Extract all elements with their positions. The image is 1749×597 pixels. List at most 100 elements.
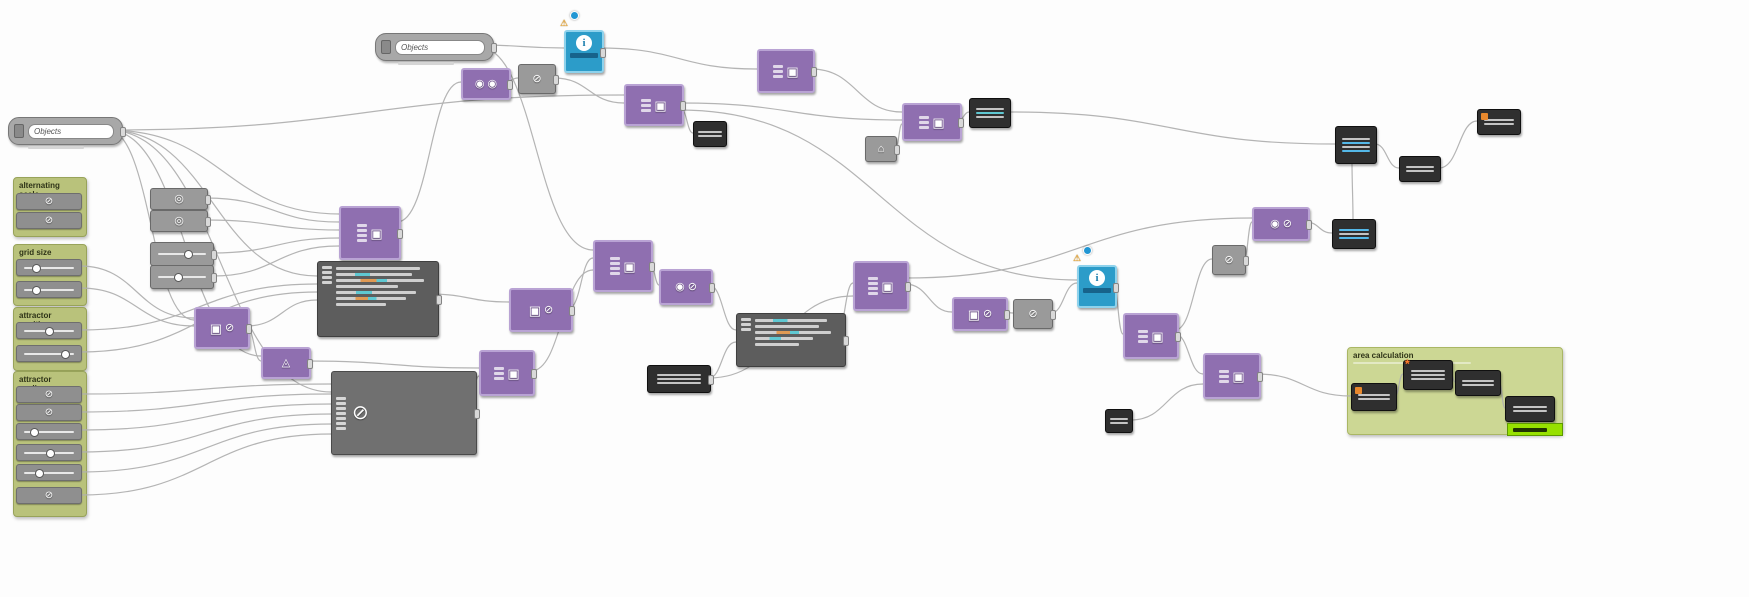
slider-track[interactable] — [157, 273, 207, 282]
graph-node-p9[interactable]: ◉ ⊘ — [659, 269, 715, 305]
slider-knob[interactable] — [46, 448, 55, 458]
output-port[interactable] — [211, 250, 217, 260]
wire[interactable] — [1174, 258, 1213, 331]
wire[interactable] — [79, 265, 195, 319]
wire[interactable] — [428, 293, 510, 303]
graph-node-d5[interactable] — [1477, 109, 1521, 135]
output-port[interactable] — [436, 295, 442, 305]
graph-node-d3[interactable] — [1335, 126, 1377, 164]
graph-node-d8[interactable] — [1105, 409, 1133, 433]
slider-track[interactable] — [24, 468, 74, 478]
slider-track[interactable] — [24, 263, 74, 273]
output-port[interactable] — [708, 375, 714, 385]
output-port[interactable] — [894, 145, 900, 155]
output-port[interactable] — [1050, 310, 1056, 320]
area-node-4[interactable] — [1505, 396, 1555, 422]
output-port[interactable] — [1306, 220, 1312, 230]
output-port[interactable] — [905, 282, 911, 292]
geometry-pipeline-node-left[interactable]: Objects — [8, 117, 126, 145]
output-port[interactable] — [211, 273, 217, 283]
slider-node-m4[interactable] — [150, 265, 217, 289]
slider-node[interactable] — [16, 444, 82, 461]
graph-node-m2[interactable]: ◎ — [150, 210, 211, 232]
wire[interactable] — [205, 197, 340, 223]
slider-knob[interactable] — [183, 250, 193, 259]
graph-node-p15[interactable]: ▣ ⊘ — [194, 307, 252, 349]
output-port[interactable] — [120, 127, 126, 137]
wire[interactable] — [1438, 120, 1478, 169]
output-port[interactable] — [649, 262, 655, 272]
graph-node-p2[interactable]: ▣ — [757, 49, 817, 93]
wire[interactable] — [211, 237, 340, 254]
wire[interactable] — [478, 46, 594, 251]
graph-node-g4[interactable]: ⊘ — [1212, 245, 1249, 275]
slider-track[interactable] — [24, 349, 74, 359]
output-port[interactable] — [1243, 256, 1249, 266]
output-port[interactable] — [843, 336, 849, 346]
output-port[interactable] — [600, 47, 606, 58]
expression-node[interactable]: ⊘ — [16, 212, 82, 229]
slider-track[interactable] — [24, 326, 74, 336]
output-port[interactable] — [1004, 310, 1010, 320]
slider-track[interactable] — [24, 427, 74, 437]
graph-node-p14[interactable]: ◉ ⊘ — [1252, 207, 1312, 241]
multi-input-node[interactable]: ⊘ — [331, 371, 480, 455]
wire[interactable] — [107, 129, 341, 215]
graph-node-p8[interactable]: ▣ — [593, 240, 655, 292]
area-node-2[interactable]: * — [1403, 357, 1453, 390]
wire[interactable] — [107, 94, 625, 131]
pipeline-filter-input[interactable]: Objects — [28, 123, 114, 139]
wire[interactable] — [79, 433, 332, 496]
wire[interactable] — [708, 341, 737, 379]
wire[interactable] — [211, 245, 340, 277]
wire[interactable] — [553, 77, 625, 104]
warning-icon[interactable]: ⚠ — [560, 18, 569, 28]
wire[interactable] — [245, 299, 318, 327]
wire[interactable] — [1050, 282, 1078, 314]
output-port[interactable] — [553, 75, 559, 85]
wire[interactable] — [679, 109, 1078, 281]
wire[interactable] — [205, 219, 340, 231]
geometry-pipeline-node-top[interactable]: Objects — [375, 33, 497, 61]
wire[interactable] — [1130, 383, 1204, 421]
slider-knob[interactable] — [30, 427, 40, 437]
expression-node[interactable]: ⊘ — [16, 386, 82, 403]
slider-node[interactable] — [16, 464, 82, 481]
graph-node-m1[interactable]: ◎ — [150, 188, 211, 210]
output-port[interactable] — [1257, 372, 1263, 382]
warning-icon[interactable]: ⚠ — [1073, 253, 1082, 263]
wire[interactable] — [396, 81, 462, 223]
slider-track[interactable] — [157, 250, 207, 259]
script-panel-1[interactable] — [317, 261, 442, 337]
slider-knob[interactable] — [45, 326, 54, 336]
graph-node-g3[interactable]: ⊘ — [1013, 299, 1056, 329]
wire[interactable] — [79, 423, 332, 473]
graph-node-p5[interactable]: ◉ ◉ — [461, 68, 513, 100]
output-port[interactable] — [1113, 282, 1119, 293]
output-port[interactable] — [709, 283, 715, 293]
output-port[interactable] — [1175, 332, 1181, 342]
wire[interactable] — [599, 47, 758, 70]
slider-knob[interactable] — [32, 263, 42, 273]
graph-node-p10[interactable]: ▣ — [853, 261, 911, 311]
graph-node-p6[interactable]: ▣ ⊘ — [509, 288, 575, 332]
output-port[interactable] — [397, 229, 403, 239]
wire[interactable] — [904, 217, 1253, 279]
expression-node[interactable]: ⊘ — [16, 404, 82, 421]
wire[interactable] — [1351, 161, 1354, 220]
wire[interactable] — [79, 413, 332, 453]
info-node-1[interactable]: i — [564, 30, 606, 73]
slider-node[interactable] — [16, 322, 82, 339]
wire[interactable] — [79, 383, 332, 395]
wire[interactable] — [904, 283, 953, 313]
graph-node-d4[interactable] — [1399, 156, 1441, 182]
graph-node-d7[interactable] — [647, 365, 714, 393]
output-port[interactable] — [491, 43, 497, 53]
slider-knob[interactable] — [60, 349, 70, 359]
output-port[interactable] — [246, 324, 252, 334]
output-port[interactable] — [205, 217, 211, 227]
script-panel-2[interactable] — [736, 313, 849, 367]
area-node-1[interactable] — [1351, 383, 1397, 411]
output-port[interactable] — [811, 67, 817, 77]
